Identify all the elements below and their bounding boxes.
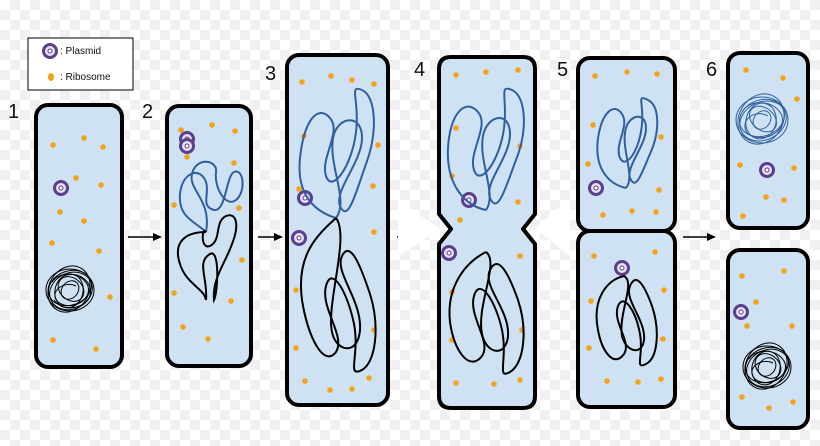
step-number-6: 6 xyxy=(706,59,717,81)
cell-stage-5 xyxy=(576,56,677,409)
cell-membrane-lower xyxy=(576,229,677,409)
dna-copy-loops xyxy=(178,160,244,233)
cell-membrane xyxy=(34,103,124,369)
dna-coiled-original xyxy=(742,342,792,390)
step-number-3: 3 xyxy=(265,63,276,85)
dna-copy-loops xyxy=(298,87,375,219)
dna-original-loops xyxy=(299,217,377,373)
arrow-5-6 xyxy=(683,233,716,241)
dna-original-loops xyxy=(177,214,238,304)
dna-coiled-original xyxy=(45,265,95,313)
plasmid-lower xyxy=(733,304,749,320)
step-number-5: 5 xyxy=(557,59,568,81)
step-number-4: 4 xyxy=(414,59,425,81)
plasmid-upper xyxy=(588,180,604,196)
legend: : Plasmid : Ribosome xyxy=(27,37,134,91)
ribosomes xyxy=(585,69,667,385)
cell-stage-1 xyxy=(34,103,124,369)
septum-notch-left xyxy=(398,200,440,256)
plasmid-copy xyxy=(179,138,195,154)
plasmid-lower xyxy=(291,230,307,246)
plasmid-lower xyxy=(441,245,457,261)
dna-coiled-copy xyxy=(735,93,789,145)
septum-notch-right xyxy=(535,198,570,256)
cell-stage-3 xyxy=(285,53,390,407)
legend-ribosome-icon xyxy=(48,73,54,81)
dna-copy-loops xyxy=(446,87,525,211)
cell-stage-6 xyxy=(726,51,810,430)
dna-original-loops xyxy=(595,275,658,367)
cell-stage-4 xyxy=(398,55,570,410)
ribosomes xyxy=(49,135,113,352)
cell-stage-2 xyxy=(165,104,253,368)
dna-original-loops xyxy=(448,251,525,375)
cell-membrane xyxy=(285,53,390,407)
ribosomes xyxy=(737,67,800,411)
step-number-2: 2 xyxy=(142,101,153,123)
arrow-2-3 xyxy=(258,233,283,241)
daughter-cell-upper xyxy=(726,51,810,230)
cell-membrane-upper xyxy=(576,56,677,233)
daughter-cell-lower xyxy=(726,248,810,430)
cell-membrane-constricting xyxy=(437,55,537,410)
step-number-1: 1 xyxy=(8,101,19,123)
plasmid xyxy=(53,180,69,196)
dna-copy-loops xyxy=(596,97,659,189)
ribosomes xyxy=(171,122,245,342)
plasmid-upper xyxy=(759,162,775,178)
legend-plasmid-icon xyxy=(42,43,58,59)
legend-ribosome-label: : Ribosome xyxy=(60,72,111,83)
arrow-1-2 xyxy=(128,233,162,241)
legend-plasmid-label: : Plasmid xyxy=(60,46,101,57)
plasmid-lower xyxy=(614,260,630,276)
ribosomes xyxy=(293,73,381,393)
